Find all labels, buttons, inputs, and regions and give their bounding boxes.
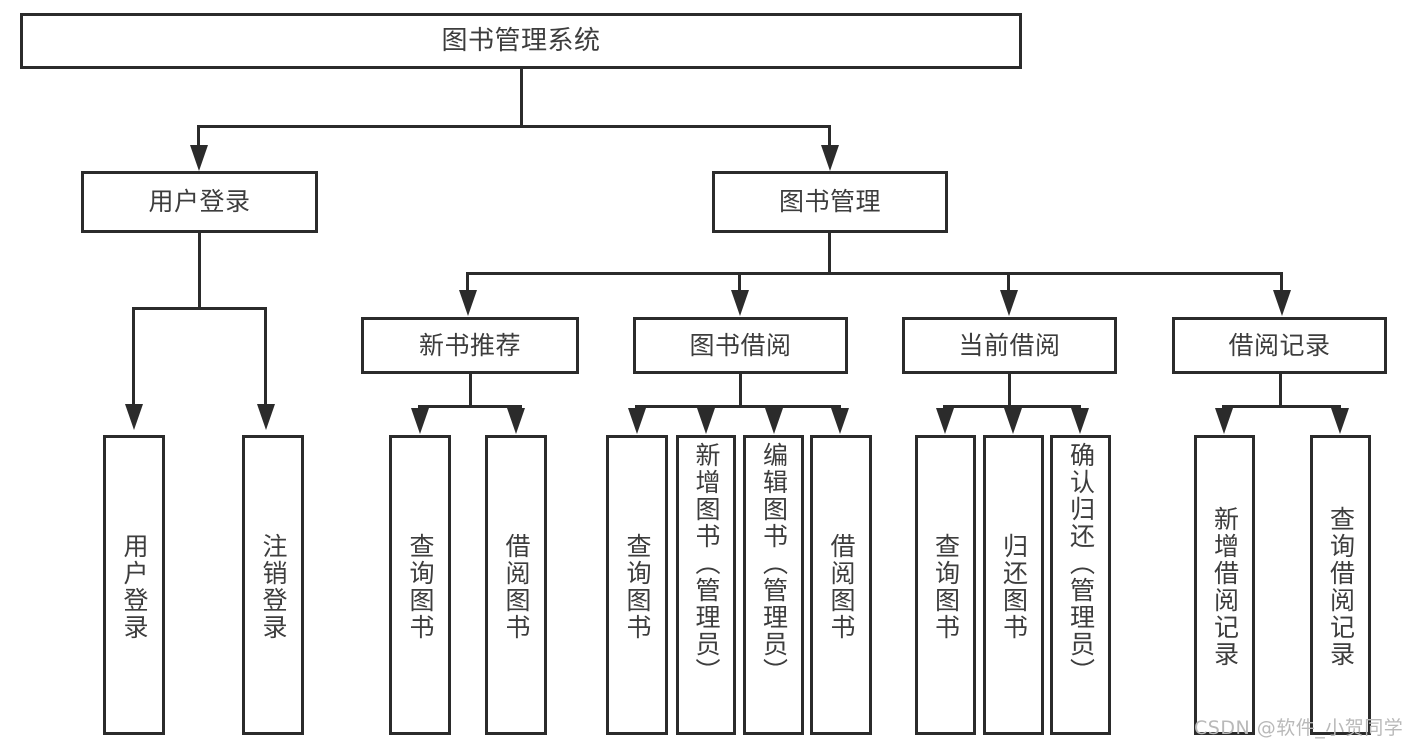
node-leaf-edit-book: 编辑图书（管理员）	[743, 435, 804, 735]
arrow-to-leaf-query-record	[1331, 408, 1349, 434]
arrow-to-book-management	[821, 145, 839, 171]
node-label: 注销登录	[259, 533, 288, 641]
node-label: 用户登录	[120, 533, 149, 641]
arrow-to-leaf-borrow-book-1	[507, 408, 525, 434]
arrow-to-leaf-add-record	[1215, 408, 1233, 434]
node-root-book-management-system: 图书管理系统	[20, 13, 1022, 69]
node-leaf-borrow-book-1: 借阅图书	[485, 435, 547, 735]
node-label: 借阅图书	[827, 533, 856, 641]
connector-nbr-bus	[418, 405, 522, 408]
connector-user-login-drop-1	[132, 307, 135, 406]
arrow-to-leaf-return-book	[1004, 408, 1022, 434]
arrow-to-leaf-borrow-book-2	[831, 408, 849, 434]
connector-user-login-bus	[132, 307, 267, 310]
node-book-borrow: 图书借阅	[633, 317, 848, 374]
arrow-to-leaf-confirm-return	[1071, 408, 1089, 434]
node-book-management: 图书管理	[712, 171, 948, 233]
node-label: 归还图书	[999, 533, 1029, 641]
connector-root-drop-2	[828, 125, 831, 147]
connector-bb-bus	[635, 405, 841, 408]
connector-root-stem	[520, 69, 523, 125]
node-new-book-recommend: 新书推荐	[361, 317, 579, 374]
connector-user-login-drop-2	[264, 307, 267, 406]
connector-book-management-bus	[466, 272, 1283, 275]
node-leaf-confirm-return: 确认归还（管理员）	[1050, 435, 1111, 735]
connector-user-login-stem	[198, 233, 201, 310]
arrow-to-current-borrow	[1000, 290, 1018, 316]
connector-bm-drop-1	[466, 272, 469, 292]
watermark-csdn: CSDN @软件_小贺同学	[1194, 717, 1404, 739]
connector-bm-drop-3	[1007, 272, 1010, 292]
arrow-to-leaf-add-book	[697, 408, 715, 434]
node-label: 新增借阅记录	[1210, 506, 1240, 668]
node-user-login: 用户登录	[81, 171, 318, 233]
node-leaf-borrow-book-2: 借阅图书	[810, 435, 872, 735]
node-borrow-record: 借阅记录	[1172, 317, 1387, 374]
node-label: 编辑图书（管理员）	[759, 442, 789, 685]
connector-bm-drop-4	[1280, 272, 1283, 292]
node-label: 查询图书	[931, 533, 961, 641]
arrow-to-leaf-logout	[257, 404, 275, 430]
node-label: 查询图书	[623, 533, 652, 641]
node-label: 确认归还（管理员）	[1066, 442, 1096, 685]
connector-br-bus	[1222, 405, 1341, 408]
node-leaf-logout: 注销登录	[242, 435, 304, 735]
arrow-to-borrow-record	[1273, 290, 1291, 316]
node-label: 新增图书（管理员）	[692, 442, 721, 685]
connector-root-bus	[197, 125, 831, 128]
arrow-to-user-login	[190, 145, 208, 171]
arrow-to-leaf-query-book-3	[936, 408, 954, 434]
node-leaf-add-record: 新增借阅记录	[1194, 435, 1255, 735]
connector-root-drop-1	[197, 125, 200, 147]
connector-bm-drop-2	[738, 272, 741, 292]
connector-nbr-stem	[469, 374, 472, 408]
connector-br-stem	[1279, 374, 1282, 408]
node-label: 新书推荐	[418, 330, 521, 360]
arrow-to-leaf-query-book-2	[628, 408, 646, 434]
connector-bb-stem	[739, 374, 742, 408]
arrow-to-leaf-user-login	[125, 404, 143, 430]
connector-cb-bus	[943, 405, 1078, 408]
node-label: 图书借阅	[689, 330, 792, 360]
node-label: 图书管理系统	[441, 25, 601, 56]
arrow-to-book-borrow	[731, 290, 749, 316]
connector-book-management-stem	[828, 233, 831, 274]
arrow-to-leaf-query-book-1	[411, 408, 429, 434]
arrow-to-leaf-edit-book	[765, 408, 783, 434]
node-label: 图书管理	[778, 187, 881, 217]
node-leaf-return-book: 归还图书	[983, 435, 1044, 735]
node-label: 查询图书	[406, 533, 435, 641]
node-leaf-query-book-2: 查询图书	[606, 435, 668, 735]
node-label: 查询借阅记录	[1326, 506, 1356, 668]
node-label: 当前借阅	[958, 330, 1061, 360]
node-leaf-query-book-3: 查询图书	[915, 435, 976, 735]
node-label: 用户登录	[148, 187, 251, 217]
node-leaf-query-record: 查询借阅记录	[1310, 435, 1371, 735]
node-leaf-user-login: 用户登录	[103, 435, 165, 735]
arrow-to-new-book-recommend	[459, 290, 477, 316]
connector-cb-stem	[1008, 374, 1011, 408]
node-leaf-add-book: 新增图书（管理员）	[676, 435, 736, 735]
node-label: 借阅图书	[502, 533, 531, 641]
node-label: 借阅记录	[1228, 330, 1331, 360]
node-leaf-query-book-1: 查询图书	[389, 435, 451, 735]
node-current-borrow: 当前借阅	[902, 317, 1117, 374]
